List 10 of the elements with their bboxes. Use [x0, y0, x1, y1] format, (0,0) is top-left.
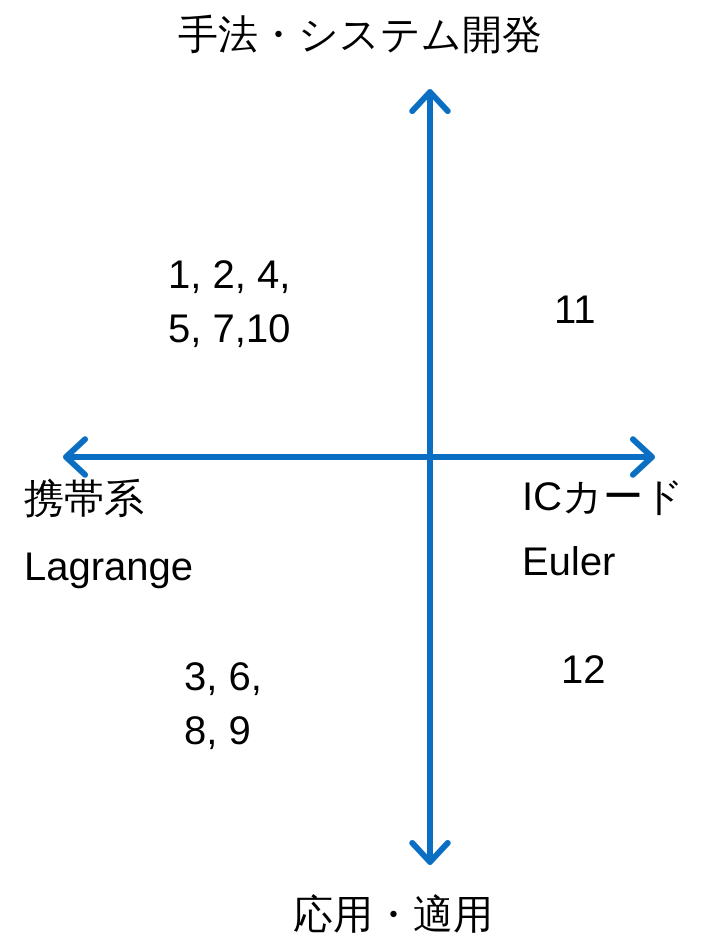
number-list: 11: [554, 283, 596, 337]
axis-title: 応用・適用: [293, 892, 493, 939]
number-list: 12: [561, 643, 606, 697]
number-list: 3, 6, 8, 9: [184, 650, 284, 758]
axis-label: 携帯系: [24, 476, 144, 523]
axis-label: Euler: [522, 539, 616, 586]
number-list: 1, 2, 4, 5, 7,10: [168, 248, 328, 356]
axis-label: Lagrange: [24, 544, 194, 591]
axis-title: 手法・システム開発: [178, 12, 542, 59]
axis-label: ICカード: [522, 474, 684, 521]
